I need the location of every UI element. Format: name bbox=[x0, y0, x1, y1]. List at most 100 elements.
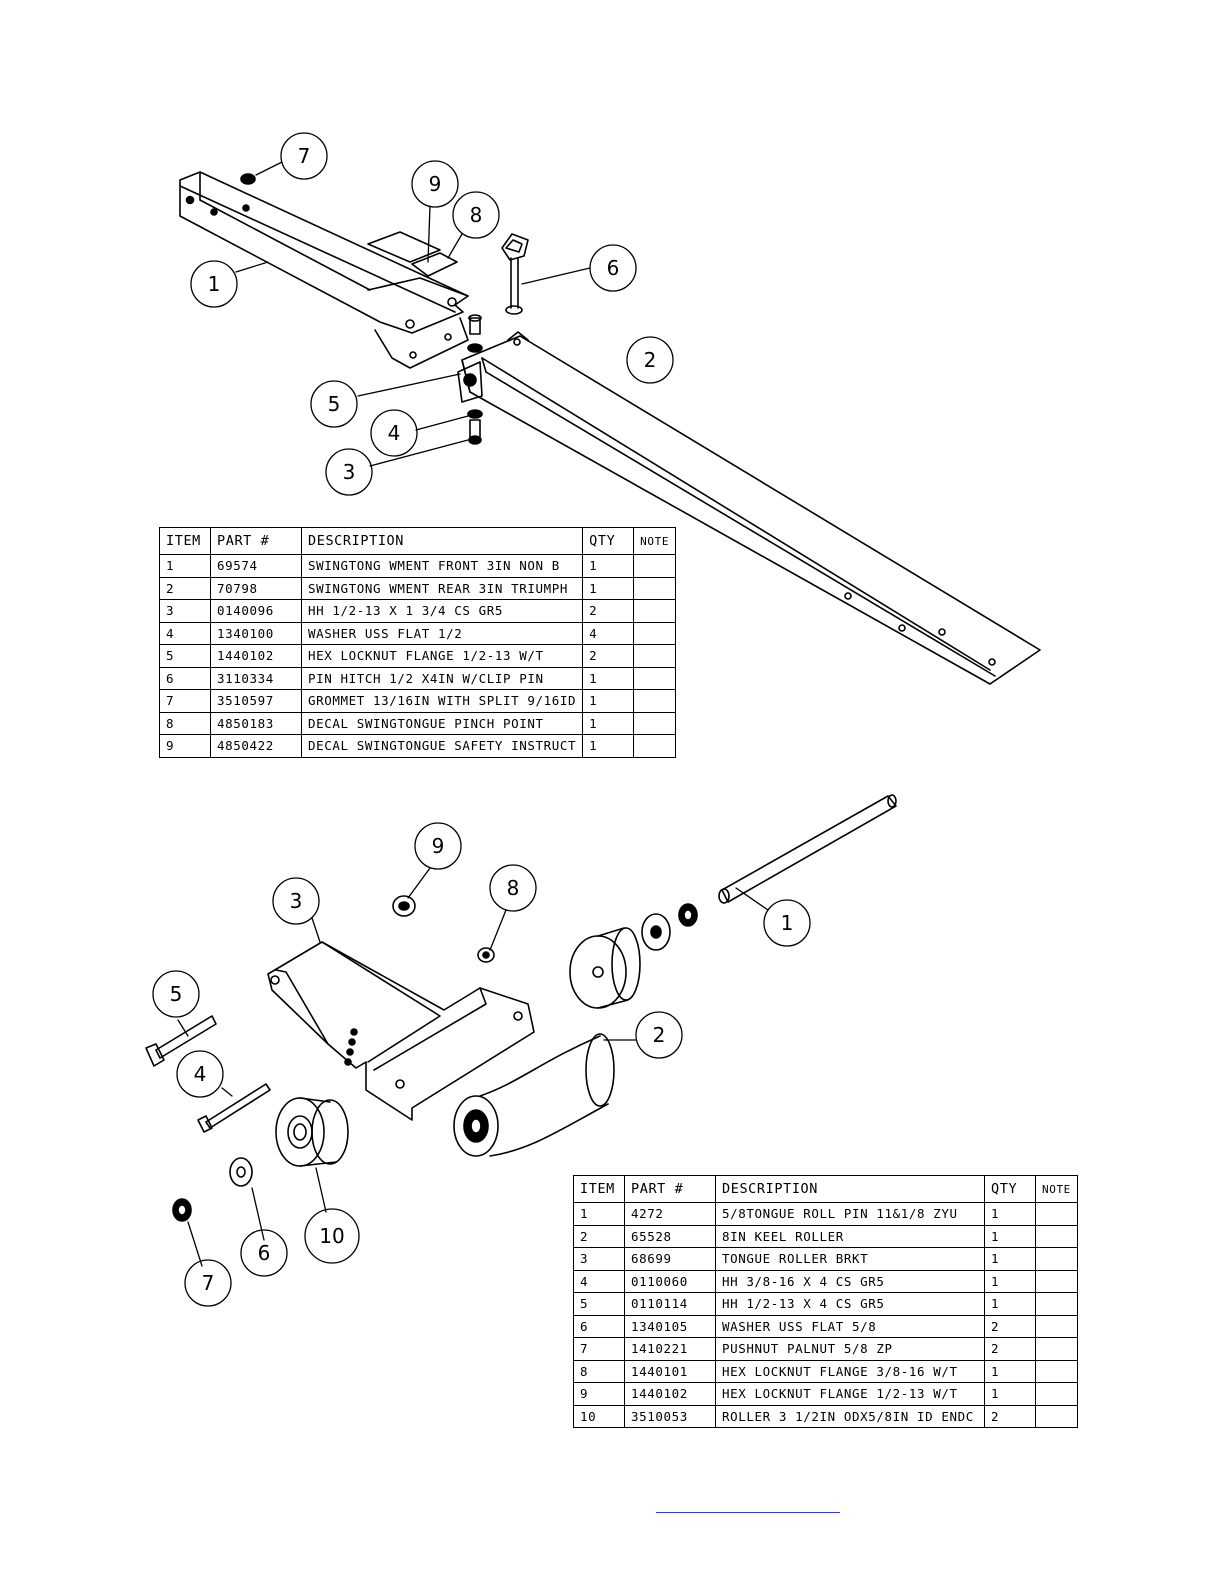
callout-label: 5 bbox=[170, 982, 183, 1006]
cell-description: PIN HITCH 1/2 X4IN W/CLIP PIN bbox=[300, 666, 584, 690]
cell-description: DECAL SWINGTONGUE PINCH POINT bbox=[300, 711, 584, 735]
callout-label: 7 bbox=[298, 144, 311, 168]
callout-top-1 bbox=[190, 260, 238, 308]
col-description: DESCRIPTION bbox=[715, 1175, 985, 1203]
col-part-number: PART # bbox=[210, 527, 302, 555]
col-note: NOTE bbox=[1035, 1175, 1078, 1203]
cell-note bbox=[1035, 1382, 1078, 1406]
washer-bottom bbox=[229, 1157, 253, 1187]
callout-bottom-4 bbox=[176, 1050, 224, 1098]
cell-part-number: 3510597 bbox=[210, 689, 302, 713]
cell-description: WASHER USS FLAT 1/2 bbox=[300, 621, 584, 645]
cell-description: HEX LOCKNUT FLANGE 3/8-16 W/T bbox=[715, 1359, 985, 1383]
callout-labels: 7 9 8 6 1 2 5 4 3 9 8 3 1 5 2 4 10 6 7 bbox=[170, 144, 794, 1295]
cell-description: 5/8TONGUE ROLL PIN 11&1/8 ZYU bbox=[715, 1202, 985, 1226]
cell-part-number: 1440102 bbox=[624, 1382, 716, 1406]
cell-description: HH 1/2-13 X 4 CS GR5 bbox=[715, 1292, 985, 1316]
callout-label: 3 bbox=[290, 889, 303, 913]
cell-part-number: 0140096 bbox=[210, 599, 302, 623]
cell-note bbox=[1035, 1247, 1078, 1271]
cell-qty: 1 bbox=[984, 1292, 1036, 1316]
bom-header-row: ITEM PART # DESCRIPTION QTY NOTE bbox=[159, 527, 677, 555]
col-description: DESCRIPTION bbox=[300, 527, 584, 555]
cell-qty: 1 bbox=[984, 1359, 1036, 1383]
cell-note bbox=[633, 576, 677, 600]
cell-description: PUSHNUT PALNUT 5/8 ZP bbox=[715, 1337, 985, 1361]
cell-item: 1 bbox=[573, 1202, 625, 1226]
cell-description: ROLLER 3 1/2IN ODX5/8IN ID ENDC bbox=[715, 1404, 985, 1428]
cell-part-number: 1440102 bbox=[210, 644, 302, 668]
cell-note bbox=[633, 711, 677, 735]
bom-header-row: ITEM PART # DESCRIPTION QTY NOTE bbox=[573, 1175, 1078, 1203]
callout-bottom-1 bbox=[763, 899, 811, 947]
cell-note bbox=[1035, 1314, 1078, 1338]
cell-part-number: 69574 bbox=[210, 554, 302, 578]
callout-label: 6 bbox=[607, 256, 620, 280]
cell-note bbox=[1035, 1224, 1078, 1248]
callout-label: 2 bbox=[644, 348, 657, 372]
pushnut-top bbox=[678, 903, 698, 927]
cell-item: 8 bbox=[159, 711, 211, 735]
cell-qty: 1 bbox=[582, 666, 635, 690]
keel-roller-part bbox=[453, 1033, 615, 1157]
callout-label: 8 bbox=[507, 876, 520, 900]
callout-top-8 bbox=[452, 191, 500, 239]
callout-label: 4 bbox=[194, 1062, 207, 1086]
cell-item: 2 bbox=[573, 1224, 625, 1248]
cell-description: 8IN KEEL ROLLER bbox=[715, 1224, 985, 1248]
cell-description: HEX LOCKNUT FLANGE 1/2-13 W/T bbox=[715, 1382, 985, 1406]
bottom-leaders bbox=[177, 867, 769, 1267]
cell-note bbox=[1035, 1337, 1078, 1361]
locknut-8 bbox=[477, 947, 495, 963]
cell-qty: 1 bbox=[984, 1269, 1036, 1293]
cell-qty: 1 bbox=[984, 1247, 1036, 1271]
roll-pin-part bbox=[718, 794, 897, 904]
cell-note bbox=[1035, 1404, 1078, 1428]
callout-label: 7 bbox=[202, 1271, 215, 1295]
callout-bottom-5 bbox=[152, 970, 200, 1018]
callout-label: 5 bbox=[328, 392, 341, 416]
cell-item: 10 bbox=[573, 1404, 625, 1428]
cell-item: 8 bbox=[573, 1359, 625, 1383]
col-item: ITEM bbox=[573, 1175, 625, 1203]
bolt-half-inch bbox=[145, 1015, 217, 1067]
cell-qty: 1 bbox=[984, 1224, 1036, 1248]
cell-item: 3 bbox=[573, 1247, 625, 1271]
cell-note bbox=[633, 554, 677, 578]
cell-item: 5 bbox=[573, 1292, 625, 1316]
callout-bottom-2 bbox=[635, 1011, 683, 1059]
swing-tongue-rear-weldment bbox=[457, 331, 1041, 685]
top-leaders bbox=[235, 161, 591, 467]
cell-part-number: 4272 bbox=[624, 1202, 716, 1226]
callout-label: 4 bbox=[388, 421, 401, 445]
end-roller-top bbox=[569, 927, 641, 1009]
callout-top-4 bbox=[370, 409, 418, 457]
cell-description: WASHER USS FLAT 5/8 bbox=[715, 1314, 985, 1338]
cell-part-number: 68699 bbox=[624, 1247, 716, 1271]
decal-safety-instruct bbox=[367, 231, 441, 263]
swing-tongue-front-weldment bbox=[179, 171, 469, 369]
callout-bottom-9 bbox=[414, 822, 462, 870]
cell-description: HH 3/8-16 X 4 CS GR5 bbox=[715, 1269, 985, 1293]
footer-link-underline[interactable] bbox=[656, 1512, 840, 1513]
cell-item: 4 bbox=[159, 621, 211, 645]
callout-bottom-8 bbox=[489, 864, 537, 912]
pin-hitch-part bbox=[501, 233, 529, 315]
callout-label: 1 bbox=[781, 911, 794, 935]
cell-qty: 1 bbox=[582, 554, 635, 578]
